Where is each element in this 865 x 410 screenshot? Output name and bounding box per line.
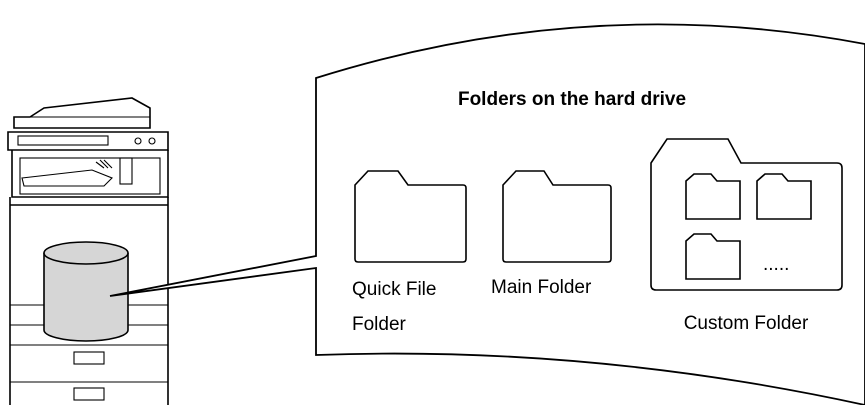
folder-icon (502, 170, 612, 263)
speech-bubble (109, 23, 865, 406)
folder-icon (650, 138, 843, 291)
folder-icon (685, 233, 741, 280)
custom-folder: ..... Custom Folder (650, 138, 843, 334)
folder-icon (685, 173, 741, 220)
quick-file-folder: Quick File Folder (352, 170, 467, 335)
custom-folder-label: Custom Folder (684, 313, 809, 334)
main-folder: Main Folder (491, 170, 612, 298)
more-folders-ellipsis: ..... (763, 254, 789, 275)
quick-file-folder-label-line2: Folder (352, 314, 407, 335)
quick-file-folder-label-line1: Quick File (352, 279, 436, 300)
folder-icon (354, 170, 467, 263)
diagram-title: Folders on the hard drive (458, 89, 686, 110)
hard-drive-icon (43, 241, 129, 342)
main-folder-label: Main Folder (491, 277, 592, 298)
folder-icon (756, 173, 812, 220)
